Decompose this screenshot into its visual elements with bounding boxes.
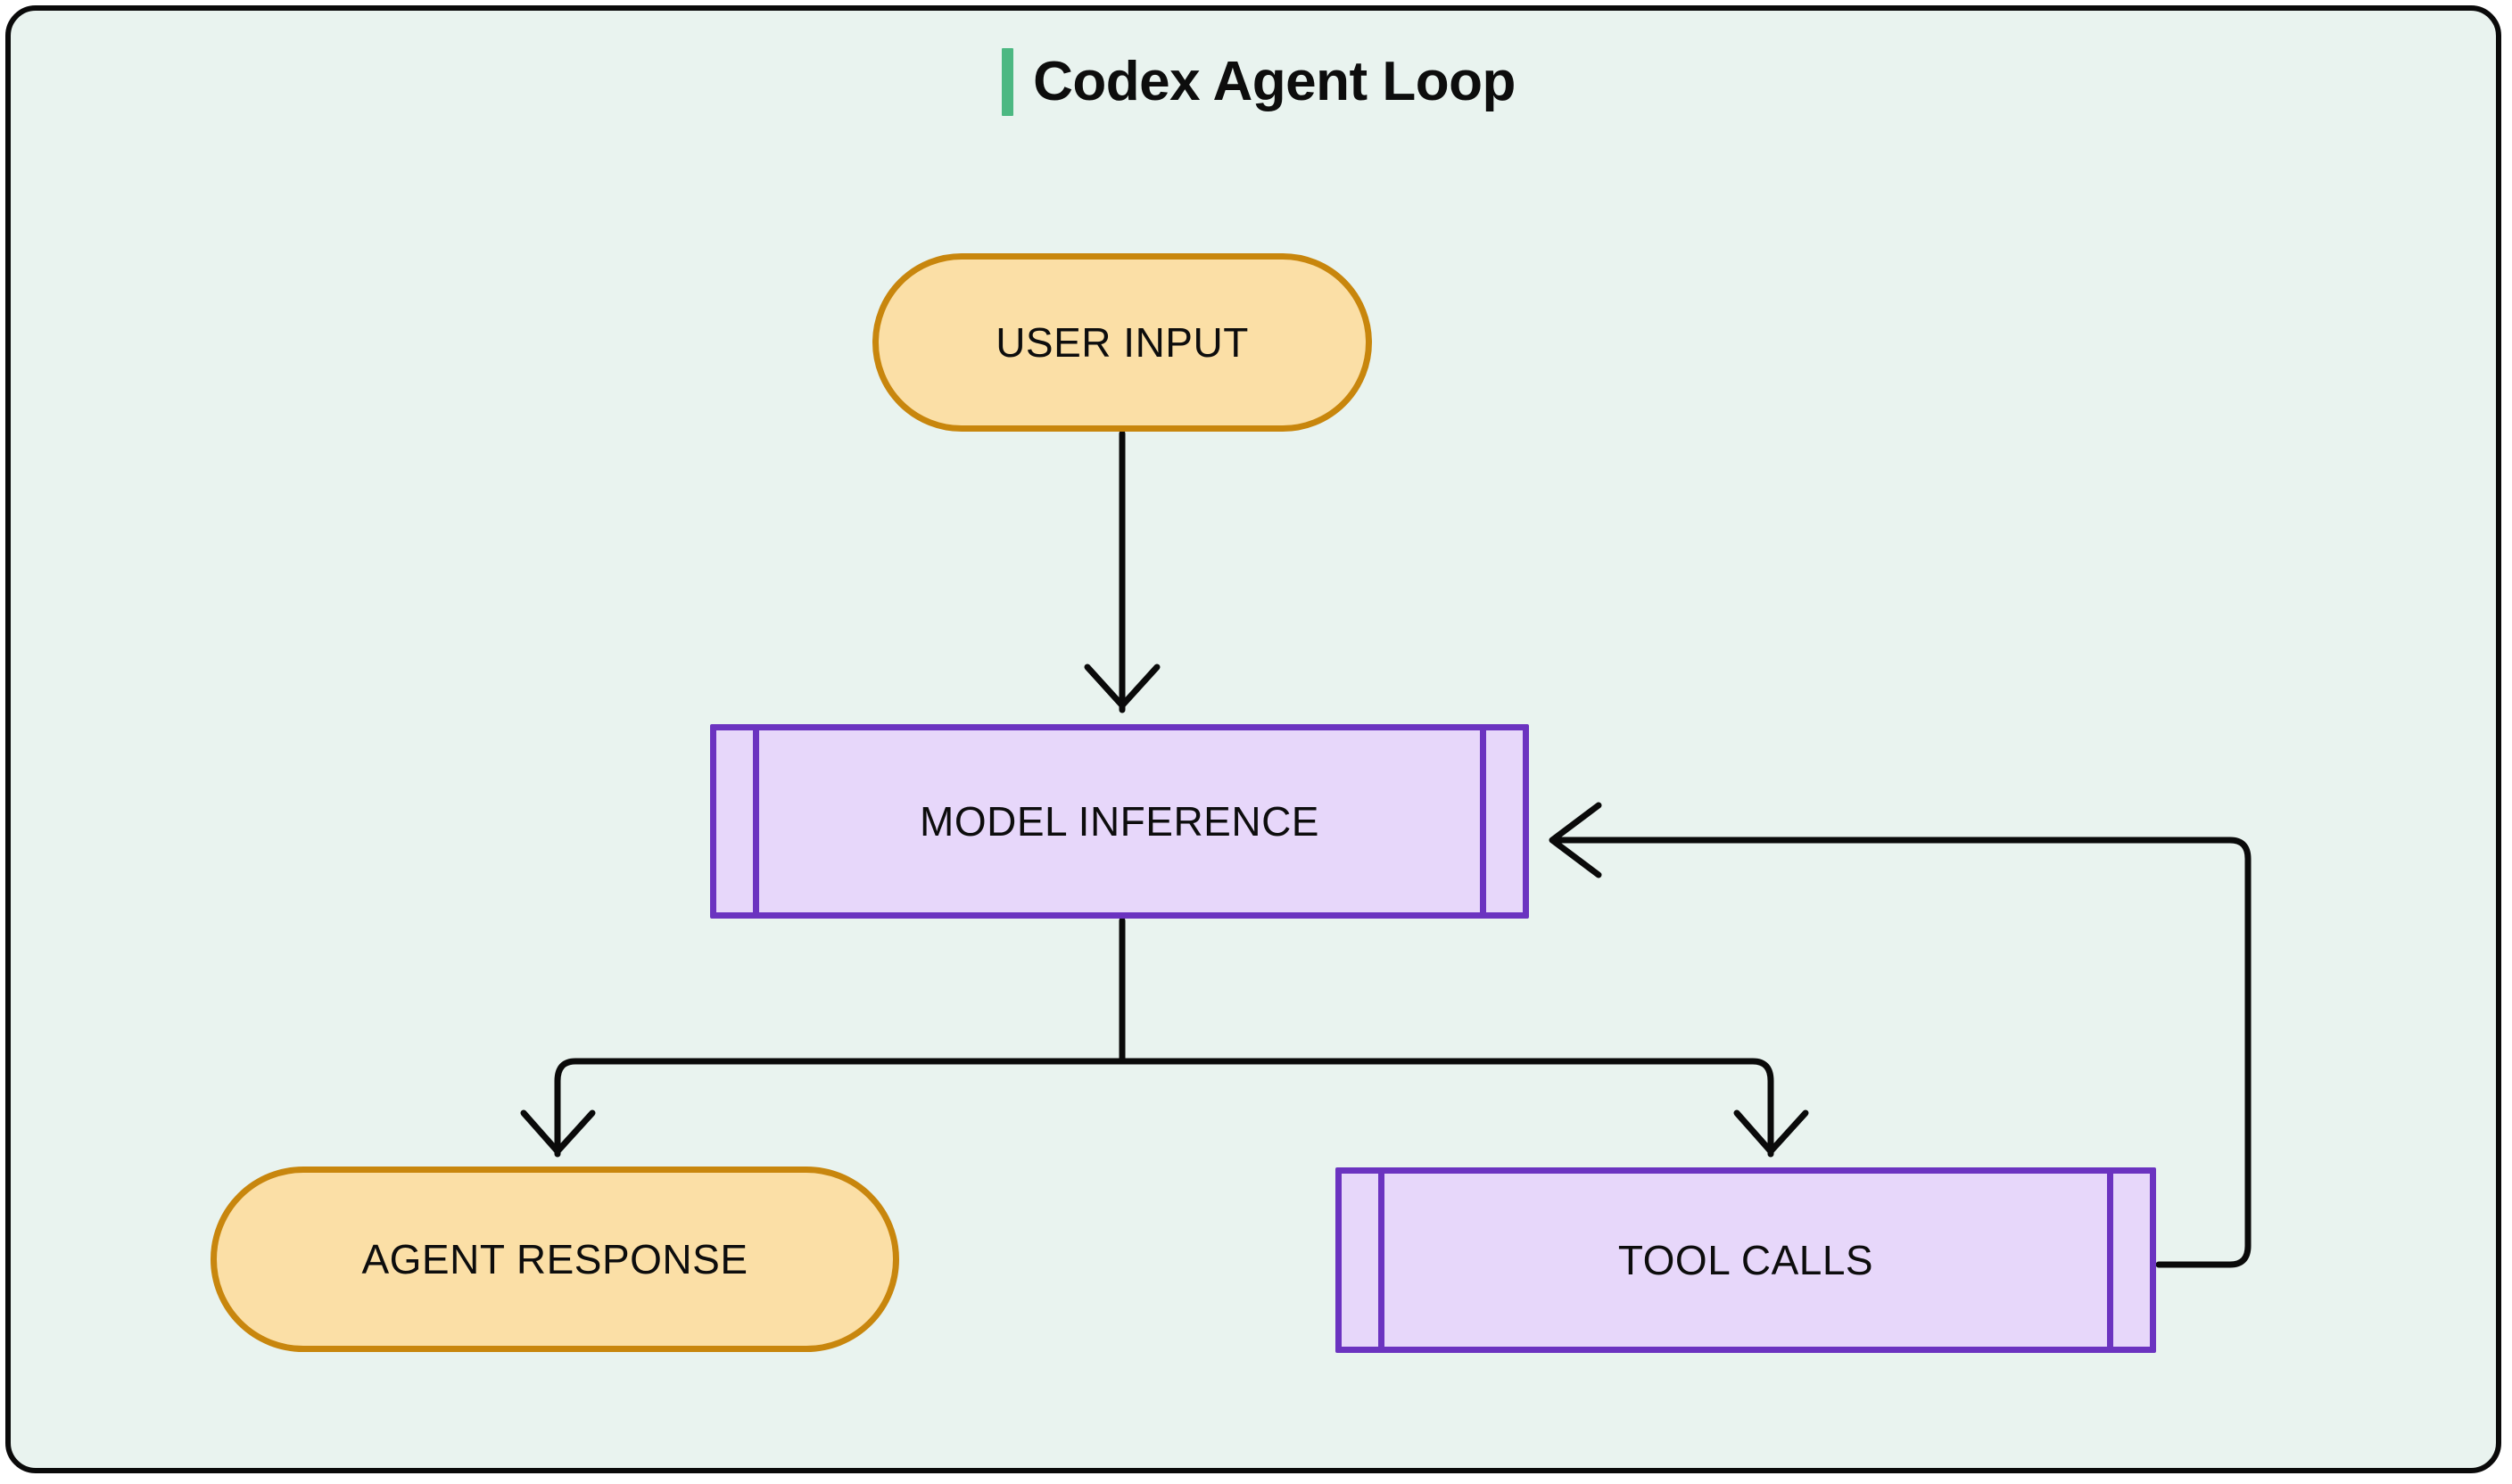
node-agent-response[interactable]: AGENT RESPONSE: [211, 1167, 899, 1352]
edge-model-inference-to-agent-response: [520, 1058, 1126, 1158]
node-model-inference-label: MODEL INFERENCE: [920, 798, 1319, 845]
title-accent-bar: [1002, 48, 1014, 116]
node-agent-response-label: AGENT RESPONSE: [361, 1236, 748, 1282]
node-tool-calls-label: TOOL CALLS: [1617, 1237, 1874, 1283]
node-user-input[interactable]: USER INPUT: [872, 253, 1372, 432]
page-title: Codex Agent Loop: [1033, 51, 1516, 112]
node-user-input-label: USER INPUT: [996, 319, 1249, 366]
node-tool-calls[interactable]: TOOL CALLS: [1335, 1167, 2156, 1353]
edge-tool-calls-to-model-inference: [1549, 802, 2252, 1268]
edge-model-inference-to-tool-calls: [1119, 1058, 1809, 1158]
diagram-title: Codex Agent Loop: [11, 48, 2507, 116]
edge-user-input-to-model-inference: [1084, 430, 1161, 713]
node-model-inference[interactable]: MODEL INFERENCE: [710, 724, 1529, 919]
